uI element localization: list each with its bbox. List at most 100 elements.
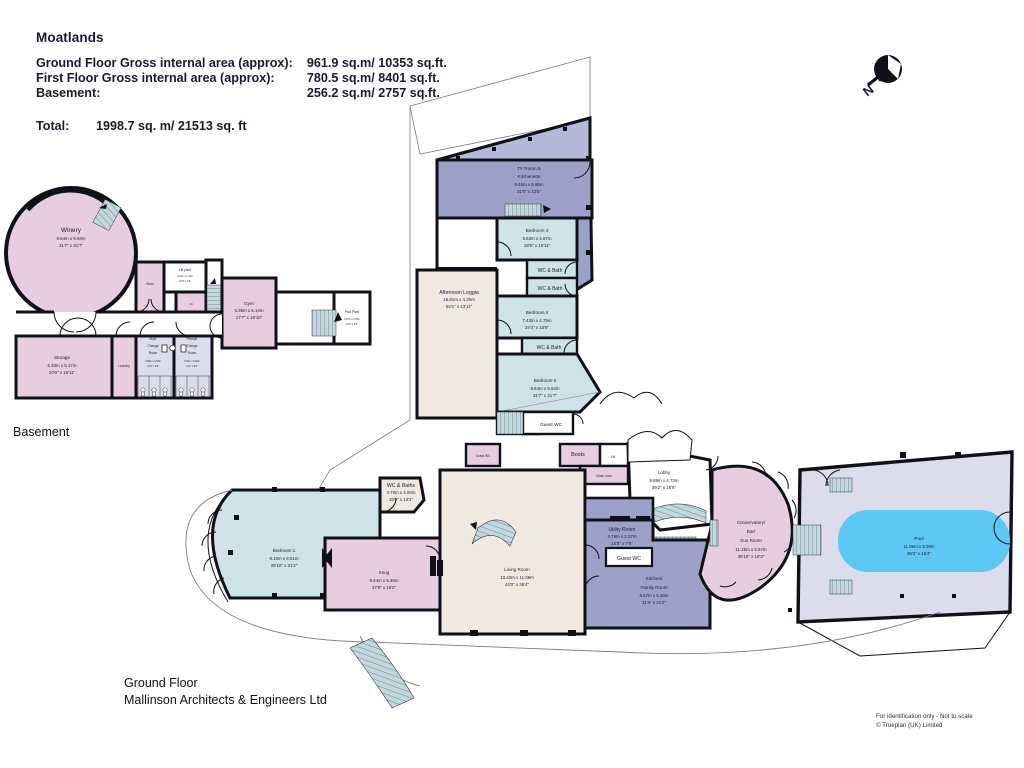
room-dim-cons-i: 36'10" x 18'3" xyxy=(738,554,765,559)
room-dim-living-m: 13.42m x 11.09m xyxy=(500,575,534,580)
room-label-bedroom-1: Bedroom 1 xyxy=(273,548,296,553)
winery-stairs xyxy=(92,198,122,232)
winery-stair-arrow xyxy=(99,204,107,209)
room-dim-lobby-i: 29'2" x 15'6" xyxy=(652,485,677,490)
room-dim-storage-m: 6.33m x 5.17m xyxy=(47,363,76,368)
conservatory-bay-windows xyxy=(705,455,797,588)
room-label-kitchen-1: Kitchen/ xyxy=(646,576,663,581)
room-dim-kitchen-m: 9.57m x 6.46m xyxy=(639,593,668,598)
room-label-male-3: Room xyxy=(149,351,158,355)
room-label-wc-bath-b: WC & Bath xyxy=(538,286,563,292)
room-dim-male-m: 3.58m x 2.83m xyxy=(145,360,161,363)
room-label-cons-1: Conservatory/ xyxy=(737,520,766,525)
bedroom4-door-swing xyxy=(496,319,512,335)
area-label-basement: Basement: xyxy=(36,86,101,100)
room-label-female-3: Room xyxy=(188,351,197,355)
guest-wc-north-door xyxy=(572,413,584,425)
room-label-tv-1: TV Room & xyxy=(517,166,541,171)
room-label-bedroom-3: Bedroom 3 xyxy=(526,228,549,233)
pool-hall-north-doors xyxy=(811,469,841,487)
room-dim-loggia-m: 16.81m x 4.25m xyxy=(443,297,475,302)
area-value-basement: 256.2 sq.m/ 2757 sq.ft. xyxy=(306,86,440,100)
room-afternoon-loggia xyxy=(415,268,499,420)
room-dim-loggia-i: 55'1" x 13'11" xyxy=(446,304,473,309)
room-label-utility: Utility Room xyxy=(609,527,636,533)
room-label-kitchen-2: Family Room xyxy=(640,585,667,590)
pool-hall-terrace-outline xyxy=(797,611,1011,657)
room-label-lift-gf: Lift xyxy=(611,455,615,459)
room-dim-winery-m: 9.64m x 9.64m xyxy=(56,236,85,241)
room-label-guest-wc-north: Guest WC xyxy=(540,422,563,428)
room-label-female-2: Change xyxy=(186,344,197,348)
room-label-guest-wc-west: Guest WC xyxy=(476,454,491,458)
basement-corridor xyxy=(16,312,222,336)
living-window-marks xyxy=(437,560,576,636)
room-dim-utility-i: 15'8" x 7'9" xyxy=(611,541,633,546)
room-dim-bed4-i: 24'4" x 15'8" xyxy=(525,325,550,330)
room-lift xyxy=(174,290,208,314)
kitchen-fixtures xyxy=(610,516,650,521)
bedroom5-guide xyxy=(496,391,601,413)
living-stair-arrow xyxy=(470,522,477,530)
disclaimer: For identification only - Not to scale ©… xyxy=(876,712,973,730)
tv-room-door-swing xyxy=(573,161,591,179)
total-label: Total: xyxy=(36,119,70,133)
basement-caption: Basement xyxy=(13,425,70,439)
table-row: Basement: 256.2 sq.m/ 2757 sq.ft. xyxy=(36,86,447,101)
lobby-curved-stairs xyxy=(639,503,707,530)
room-label-gym: Gym xyxy=(244,301,254,306)
room-label-male-1: Male xyxy=(150,337,157,341)
room-label-female-1: Female xyxy=(187,337,198,341)
room-label-laundry: Laundry xyxy=(118,364,130,368)
room-dim-male-i: 11'8" x 9'3" xyxy=(147,365,159,368)
female-change-door xyxy=(175,321,191,337)
room-dim-pool-i: 39'3" x 16'4" xyxy=(907,551,932,556)
room-dim-bed1-i: 29'10" x 31'2" xyxy=(271,563,298,568)
room-label-male-2: Change xyxy=(147,344,158,348)
room-label-pool: Pool xyxy=(914,536,923,541)
wc-a-door-swing xyxy=(564,261,578,275)
room-dim-gym-i: 17'7" x 16'10" xyxy=(236,315,263,320)
tv-room-angled-wall xyxy=(436,116,592,162)
room-dim-pool-plant-i: 10'0" x 8'8" xyxy=(346,323,358,326)
room-label-cons-2: Bar/ xyxy=(747,529,756,534)
pool-hall-east-doors xyxy=(993,511,1011,545)
disclaimer-line-2: © Trueplan (UK) Limited xyxy=(876,722,943,729)
room-label-lobby: Lobby xyxy=(658,470,671,475)
room-kitchen-family xyxy=(583,518,712,630)
male-change-door xyxy=(139,321,155,337)
page-title: Moatlands xyxy=(36,30,104,45)
bedroom3-door-swing xyxy=(496,241,512,257)
room-label-winery: Winery xyxy=(61,227,82,234)
room-dim-storage-i: 20'9" x 16'11" xyxy=(49,370,76,375)
ground-floor-label: Ground Floor xyxy=(124,676,198,690)
room-label-bedroom-4: Bedroom 4 xyxy=(526,310,549,315)
room-dim-lift-plant-m: 3.19m x 1.40m xyxy=(177,275,193,278)
room-label-guest-wc-central: Guest WC xyxy=(617,556,641,562)
room-label-lift: Lift xyxy=(189,303,193,306)
storage-door-swing xyxy=(59,317,97,337)
area-label-first: First Floor Gross internal area (approx)… xyxy=(36,71,275,85)
change-room-fixtures xyxy=(137,344,210,397)
room-snug xyxy=(323,536,442,612)
room-dim-gym-m: 5.38m x 5.14m xyxy=(234,308,263,313)
window-markers-north xyxy=(456,127,591,255)
snug-fixtures xyxy=(322,548,436,576)
disclaimer-line-1: For identification only - Not to scale xyxy=(876,713,973,720)
room-dim-tv-i: 31'0" x 22'5" xyxy=(517,189,542,194)
room-label-cloak: Cloak room xyxy=(596,474,613,478)
room-label-snug: Snug xyxy=(379,570,390,575)
wc-c-door-swing xyxy=(563,339,578,354)
kitchen-door-swing-b xyxy=(584,575,600,591)
room-dim-bed1-m: 9.10m x 9.51m xyxy=(269,556,298,561)
room-dim-lobby-m: 8.89m x 4.73m xyxy=(649,478,678,483)
area-value-ground: 961.9 sq.m/ 10353 sq.ft. xyxy=(306,56,447,70)
room-dim-bed3-i: 18'5" x 15'11" xyxy=(524,243,551,248)
gym-door-swing xyxy=(209,313,223,339)
ground-floor-caption: Ground Floor Mallinson Architects & Engi… xyxy=(124,675,327,709)
inner-hall-stairs xyxy=(496,411,524,435)
room-dim-bed4-m: 7.43m x 4.79m xyxy=(522,318,551,323)
room-store xyxy=(134,260,166,314)
room-dim-utility-m: 4.79m x 2.37m xyxy=(607,534,636,539)
room-dim-kitchen-i: 31'4" x 21'2" xyxy=(642,600,667,605)
